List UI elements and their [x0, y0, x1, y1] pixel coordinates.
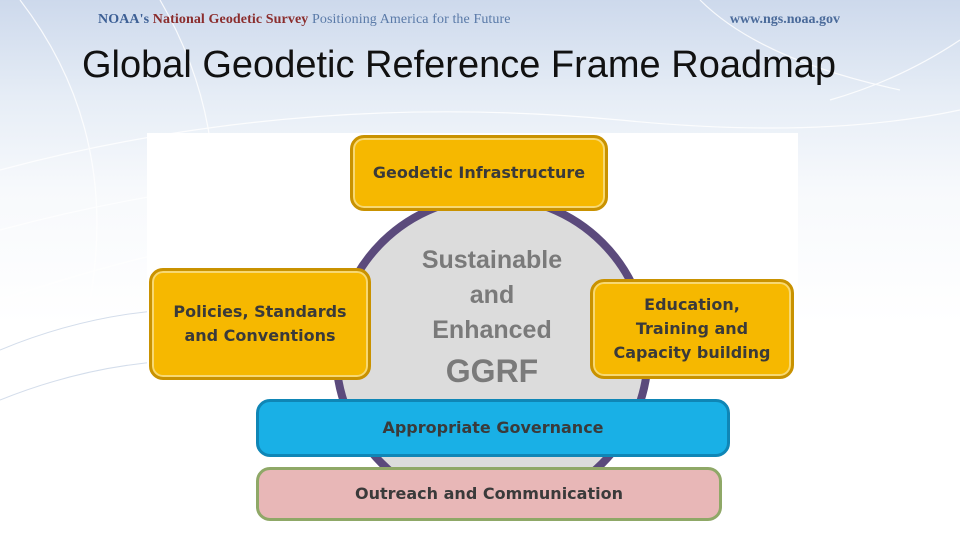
policies-standards-box: Policies, Standards and Conventions: [149, 268, 371, 380]
center-line-3: Enhanced: [432, 316, 552, 344]
agency-header: NOAA's National Geodetic Survey Position…: [98, 12, 511, 28]
center-line-1: Sustainable: [421, 246, 563, 274]
education-training-box: Education, Training and Capacity buildin…: [590, 279, 794, 379]
governance-label: Appropriate Governance: [382, 418, 604, 437]
center-line-4: GGRF: [445, 353, 539, 389]
center-line-2: and: [469, 281, 515, 309]
slide-title: Global Geodetic Reference Frame Roadmap: [81, 44, 837, 86]
appropriate-governance-box: Appropriate Governance: [256, 399, 730, 457]
policies-label-line-2: and Conventions: [184, 326, 336, 345]
outreach-communication-box: Outreach and Communication: [256, 467, 722, 521]
agency-tagline: Positioning America for the Future: [312, 12, 511, 27]
ggrf-center-label: Sustainable and Enhanced GGRF: [367, 243, 617, 394]
education-label-line-2: Training and: [635, 319, 749, 338]
geodetic-infrastructure-label: Geodetic Infrastructure: [372, 163, 586, 182]
geodetic-infrastructure-box: Geodetic Infrastructure: [350, 135, 608, 211]
policies-label-line-1: Policies, Standards: [173, 302, 347, 321]
education-label-line-1: Education,: [644, 295, 740, 314]
ggrf-roadmap-diagram: Sustainable and Enhanced GGRF Geodetic I…: [147, 133, 798, 525]
website-url: www.ngs.noaa.gov: [729, 12, 840, 27]
outreach-label: Outreach and Communication: [355, 484, 623, 503]
agency-name: National Geodetic Survey: [152, 12, 309, 27]
education-label-line-3: Capacity building: [613, 343, 771, 362]
agency-prefix: NOAA's: [98, 12, 150, 27]
